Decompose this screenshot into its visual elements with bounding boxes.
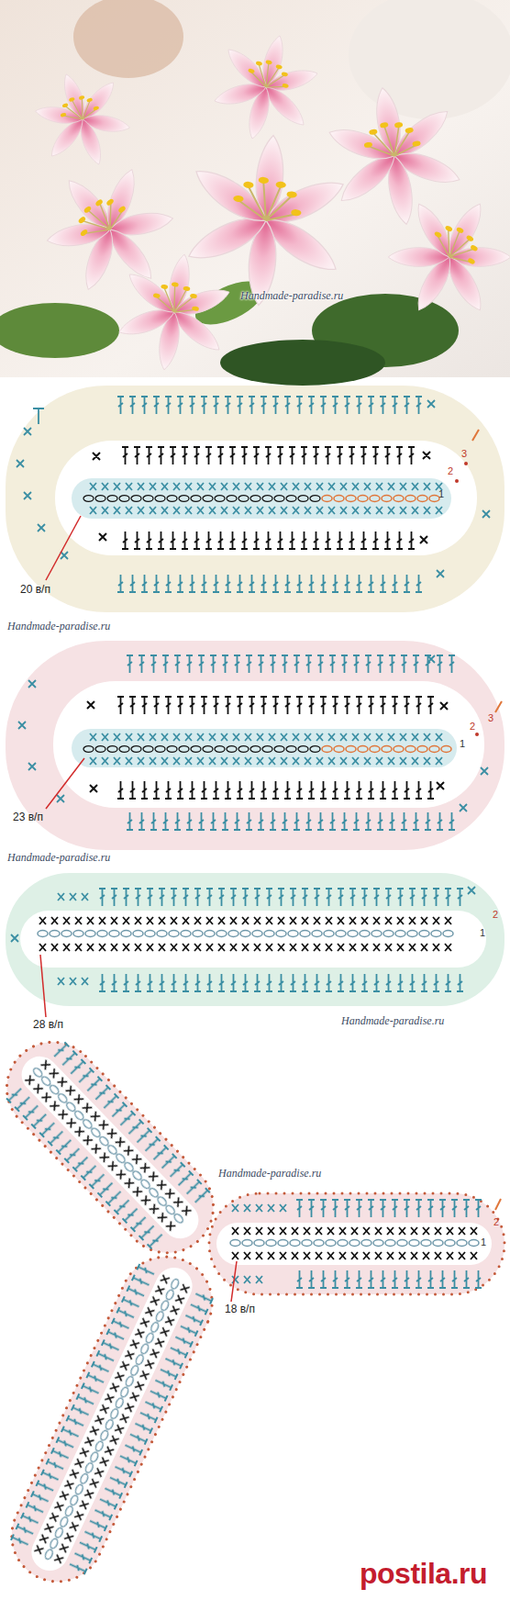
- callout-number: 2: [492, 908, 499, 921]
- callout-number: 3: [487, 711, 494, 724]
- callout-number: 2: [493, 1215, 499, 1228]
- chart-petal-3: [5, 872, 505, 1017]
- chain-count-label: 18 в/п: [224, 1302, 255, 1316]
- callout-number: 1: [438, 487, 444, 500]
- watermark: Handmade-paradise.ru: [7, 620, 111, 633]
- callout-number: 3: [461, 447, 467, 460]
- watermark: Handmade-paradise.ru: [7, 851, 111, 865]
- chain-count-label: 23 в/п: [12, 810, 44, 824]
- watermark: Handmade-paradise.ru: [341, 1014, 444, 1028]
- callout-number: 1: [480, 1235, 487, 1248]
- chart-petal-1: [5, 385, 505, 612]
- site-watermark: postila.ru: [359, 1555, 488, 1590]
- chain-count-label: 20 в/п: [20, 583, 51, 597]
- chart-petals-three: [0, 1022, 505, 1597]
- watermark: Handmade-paradise.ru: [218, 1166, 322, 1180]
- chain-count-label: 28 в/п: [33, 1018, 64, 1032]
- lily-photo: [0, 0, 510, 386]
- chart-petal-2: [5, 640, 505, 850]
- callout-number: 1: [479, 926, 486, 939]
- callout-number: 1: [459, 737, 466, 750]
- callout-number: 2: [469, 720, 476, 732]
- callout-number: 2: [447, 465, 454, 477]
- watermark: Handmade-paradise.ru: [240, 289, 344, 303]
